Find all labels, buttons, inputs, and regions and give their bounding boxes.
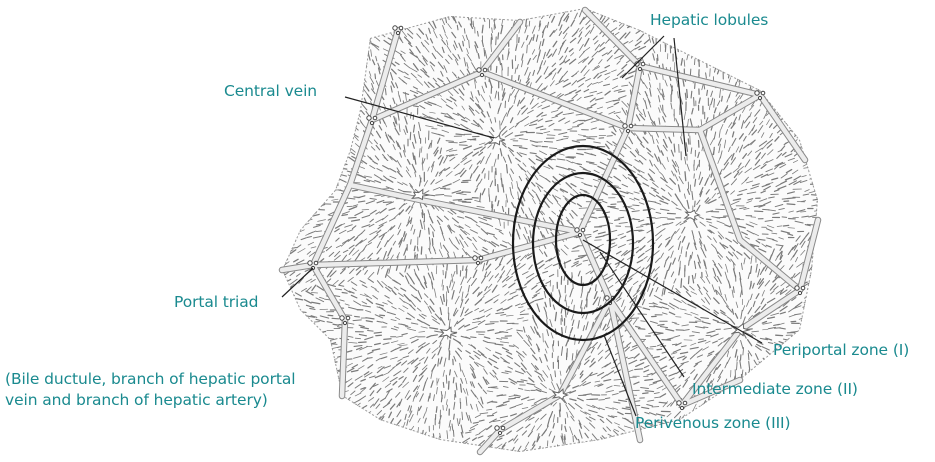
- label-periportal-zone: Periportal zone (I): [773, 341, 909, 360]
- label-portal-triad-detail-line1: (Bile ductule, branch of hepatic portal: [5, 370, 295, 389]
- label-central-vein: Central vein: [224, 82, 317, 101]
- label-portal-triad: Portal triad: [174, 293, 258, 312]
- label-intermediate-zone: Intermediate zone (II): [692, 380, 858, 399]
- label-perivenous-zone: Perivenous zone (III): [635, 414, 790, 433]
- label-portal-triad-detail-line2: vein and branch of hepatic artery): [5, 391, 268, 410]
- label-hepatic-lobules: Hepatic lobules: [650, 11, 768, 30]
